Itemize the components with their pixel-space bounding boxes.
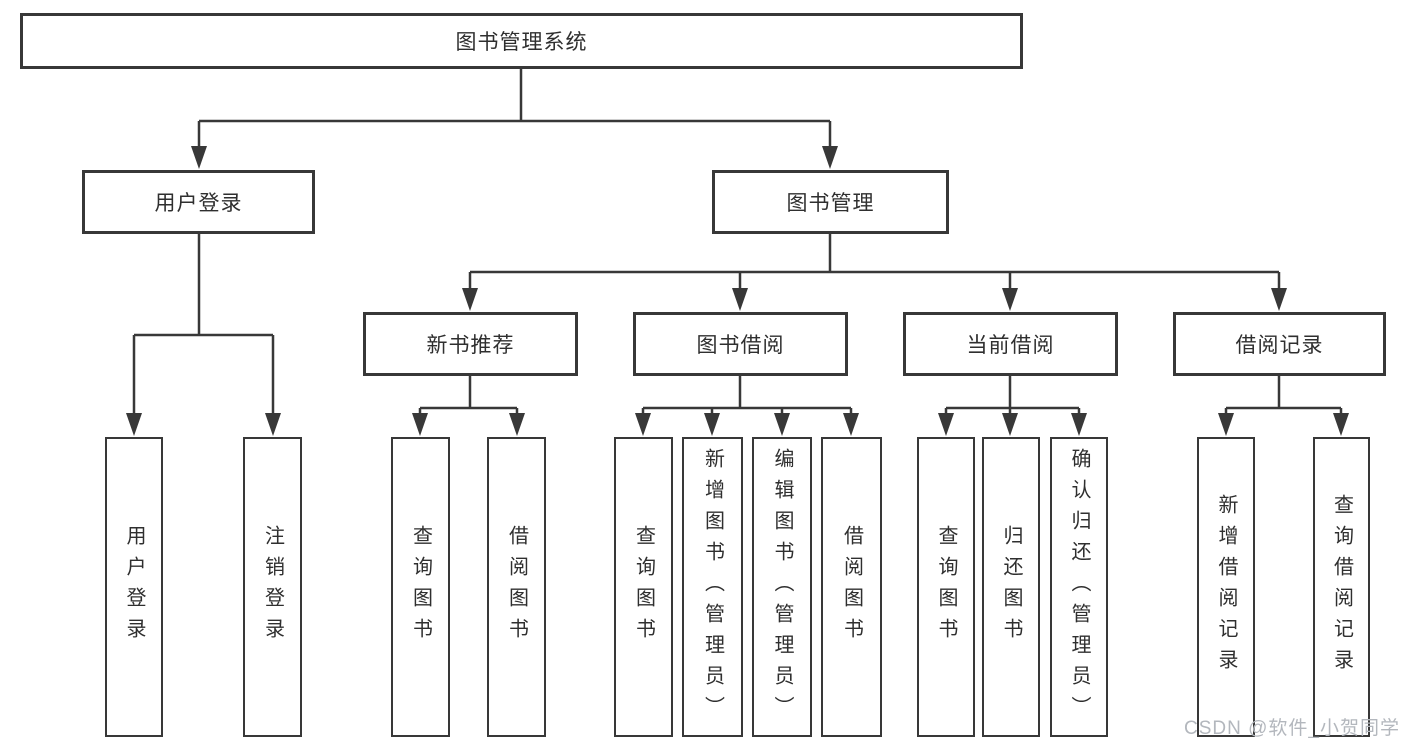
leaf-add-book-admin: 新增图书（管理员） <box>682 437 743 737</box>
leaf-logout-label: 注销登录 <box>261 525 284 649</box>
leaf-user-login: 用户登录 <box>105 437 163 737</box>
leaf-query-borrow-record: 查询借阅记录 <box>1313 437 1370 737</box>
leaf-confirm-return-admin: 确认归还（管理员） <box>1050 437 1108 737</box>
leaf-logout: 注销登录 <box>243 437 302 737</box>
leaf-query-book-borrowing-label: 查询图书 <box>632 525 655 649</box>
leaf-edit-book-admin-label: 编辑图书（管理员） <box>771 447 793 727</box>
leaf-add-borrow-record-label: 新增借阅记录 <box>1215 494 1237 680</box>
leaf-query-book-current: 查询图书 <box>917 437 975 737</box>
node-current-borrowing: 当前借阅 <box>903 312 1118 376</box>
node-user-login: 用户登录 <box>82 170 315 234</box>
node-book-management: 图书管理 <box>712 170 949 234</box>
leaf-query-book-recommend-label: 查询图书 <box>409 525 432 649</box>
node-new-book-recommend: 新书推荐 <box>363 312 578 376</box>
arrowheads <box>126 146 1349 436</box>
node-book-borrowing: 图书借阅 <box>633 312 848 376</box>
node-borrowing-records-label: 借阅记录 <box>1235 334 1324 357</box>
leaf-query-book-recommend: 查询图书 <box>391 437 450 737</box>
node-user-login-label: 用户登录 <box>154 192 243 215</box>
leaf-return-book: 归还图书 <box>982 437 1040 737</box>
leaf-query-book-current-label: 查询图书 <box>935 525 957 649</box>
csdn-watermark: CSDN @软件_小贺同学 <box>1184 718 1400 739</box>
node-book-management-label: 图书管理 <box>786 192 875 215</box>
leaf-return-book-label: 归还图书 <box>1000 525 1022 649</box>
leaf-query-book-borrowing: 查询图书 <box>614 437 673 737</box>
leaf-add-book-admin-label: 新增图书（管理员） <box>701 447 724 727</box>
leaf-add-borrow-record: 新增借阅记录 <box>1197 437 1255 737</box>
leaf-borrow-book-label: 借阅图书 <box>840 525 863 649</box>
leaf-borrow-book: 借阅图书 <box>821 437 882 737</box>
leaf-borrow-book-recommend-label: 借阅图书 <box>505 525 528 649</box>
leaf-edit-book-admin: 编辑图书（管理员） <box>752 437 812 737</box>
node-borrowing-records: 借阅记录 <box>1173 312 1386 376</box>
node-new-book-recommend-label: 新书推荐 <box>426 334 515 357</box>
node-book-borrowing-label: 图书借阅 <box>696 334 785 357</box>
leaf-confirm-return-admin-label: 确认归还（管理员） <box>1068 447 1090 727</box>
node-root: 图书管理系统 <box>20 13 1023 69</box>
leaf-user-login-label: 用户登录 <box>123 525 145 649</box>
leaf-borrow-book-recommend: 借阅图书 <box>487 437 546 737</box>
leaf-query-borrow-record-label: 查询借阅记录 <box>1330 494 1353 680</box>
node-root-label: 图书管理系统 <box>455 31 588 54</box>
node-current-borrowing-label: 当前借阅 <box>966 334 1055 357</box>
